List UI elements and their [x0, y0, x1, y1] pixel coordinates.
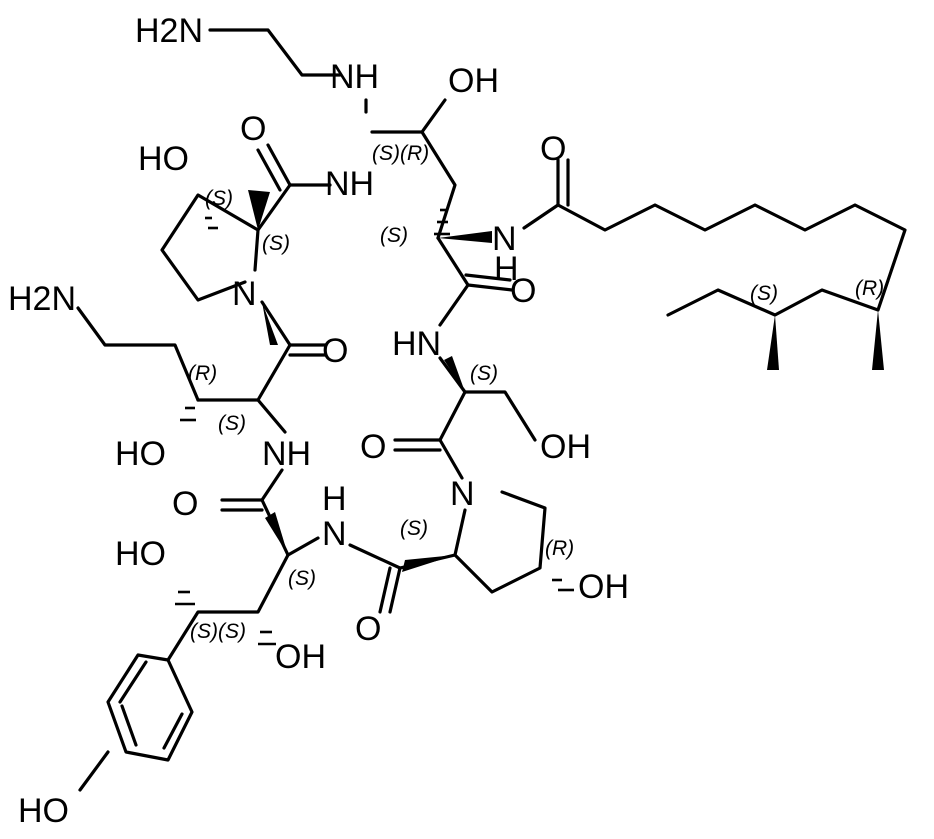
- stereo-label-pro-alpha: (S): [262, 232, 290, 255]
- atom-o-left: O: [172, 485, 198, 523]
- atom-nh-amide: NH: [325, 165, 374, 203]
- atom-labels: H2N NH OH HO NH N O H2N O HO NH O H N HO…: [8, 12, 629, 830]
- stereo-label-sr-pair: (S)(R): [372, 142, 429, 165]
- atom-n-pyrrolidine: N: [232, 275, 257, 313]
- stereo-label-c5: (S): [380, 224, 408, 247]
- stereo-label-hydroxypro: (S): [205, 187, 233, 210]
- atom-amine-left: H2N: [8, 280, 76, 318]
- atom-oh-serine: OH: [540, 428, 591, 466]
- stereo-label-r-amino: (R): [188, 362, 217, 385]
- atom-oh-diol: OH: [275, 638, 326, 676]
- atom-h-nh-bottom: H: [322, 480, 347, 518]
- atom-n-pyrrolidine-2: N: [450, 475, 475, 513]
- atom-nh-top: NH: [330, 58, 379, 96]
- atom-o-amide: O: [240, 110, 266, 148]
- atom-amine-top: H2N: [135, 12, 203, 50]
- atom-ho-mid: HO: [115, 435, 166, 473]
- stereo-label-ss-pair: (S)(S): [190, 620, 246, 643]
- atom-n-acyl: N: [492, 220, 517, 258]
- atom-nh-mid: NH: [262, 435, 311, 473]
- atom-oh-pyrrolidine-2: OH: [578, 568, 629, 606]
- stereo-label-chain-r: (R): [855, 277, 884, 300]
- atom-n-nh-bottom: N: [322, 515, 347, 553]
- stereo-label-s-amino: (S): [218, 412, 246, 435]
- atom-o-prolinamide: O: [355, 610, 381, 648]
- atom-o-mid: O: [322, 332, 348, 370]
- stereo-label-tyr: (S): [288, 567, 316, 590]
- stereo-label-chain-s: (S): [750, 282, 778, 305]
- atom-h-acyl: H: [494, 250, 519, 288]
- stereo-label-r-pro2: (R): [545, 537, 574, 560]
- bond-lines: [76, 28, 907, 792]
- atom-ho-diol: HO: [115, 535, 166, 573]
- atom-hn-serine: HN: [392, 325, 441, 363]
- atom-o-acyl: O: [540, 130, 566, 168]
- atom-ho-phenol: HO: [18, 792, 69, 830]
- atom-oh-top: OH: [448, 62, 499, 100]
- atom-ho-pyrrolidine: HO: [138, 140, 189, 178]
- stereo-bonds: [175, 190, 884, 646]
- atom-o-carbonyl: O: [510, 272, 536, 310]
- stereo-label-pro2: (S): [400, 517, 428, 540]
- stereo-descriptors: (S) (S) (S)(R) (S) (R) (S) (S) (S) (R) (…: [188, 142, 884, 643]
- atom-o-serine: O: [360, 428, 386, 466]
- stereo-label-serine: (S): [470, 362, 498, 385]
